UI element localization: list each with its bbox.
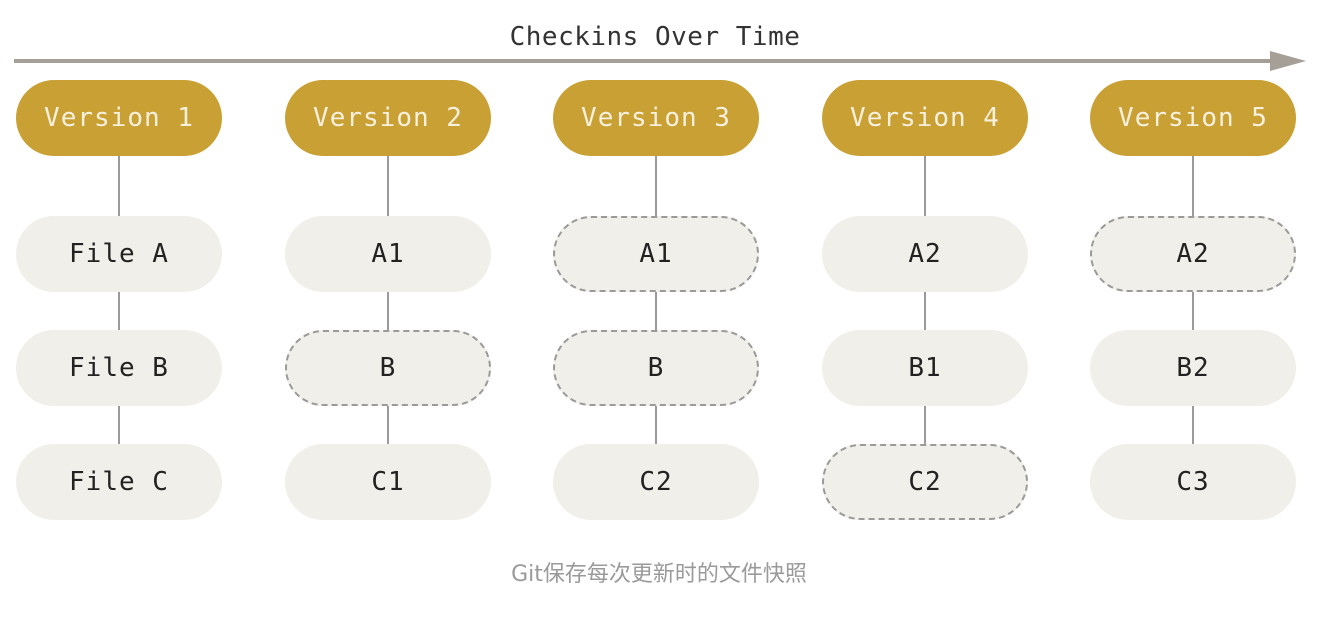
file-node-a-unchanged: A1 (553, 216, 759, 292)
file-node-b: B2 (1090, 330, 1296, 406)
file-node-a: File A (16, 216, 222, 292)
timeline-title: Checkins Over Time (509, 22, 801, 52)
version-node-1: Version 1 (16, 80, 222, 156)
version-column-2: Version 2 A1 B C1 (285, 80, 491, 520)
timeline-arrow (14, 51, 1306, 71)
file-node-b-unchanged: B (553, 330, 759, 406)
file-node-b: B1 (822, 330, 1028, 406)
version-node-5: Version 5 (1090, 80, 1296, 156)
timeline-arrow-head (1270, 51, 1306, 71)
file-node-c: C3 (1090, 444, 1296, 520)
version-column-5: Version 5 A2 B2 C3 (1090, 80, 1296, 520)
file-node-c: C2 (553, 444, 759, 520)
version-column-4: Version 4 A2 B1 C2 (822, 80, 1028, 520)
file-node-c-unchanged: C2 (822, 444, 1028, 520)
file-node-a-unchanged: A2 (1090, 216, 1296, 292)
file-node-c: File C (16, 444, 222, 520)
version-node-3: Version 3 (553, 80, 759, 156)
figure-caption: Git保存每次更新时的文件快照 (511, 562, 807, 587)
file-node-c: C1 (285, 444, 491, 520)
version-column-3: Version 3 A1 B C2 (553, 80, 759, 520)
file-node-b-unchanged: B (285, 330, 491, 406)
version-node-2: Version 2 (285, 80, 491, 156)
version-column-1: Version 1 File A File B File C (16, 80, 222, 520)
file-node-b: File B (16, 330, 222, 406)
version-node-4: Version 4 (822, 80, 1028, 156)
file-node-a: A1 (285, 216, 491, 292)
file-node-a: A2 (822, 216, 1028, 292)
